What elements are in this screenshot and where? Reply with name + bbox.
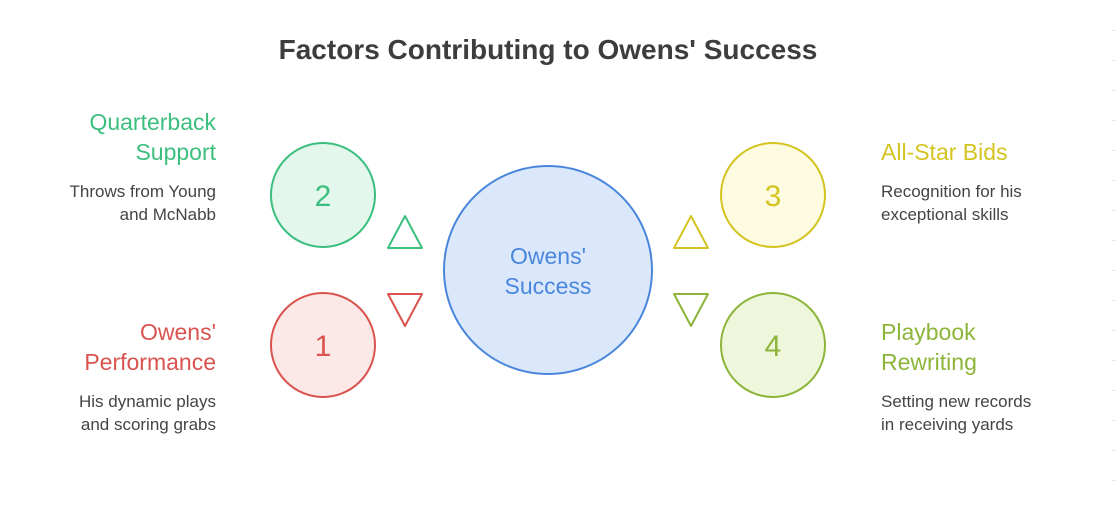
- factor-desc-owens-performance: His dynamic plays and scoring grabs: [0, 390, 216, 436]
- arrow-down-icon-owens-performance: [387, 293, 423, 327]
- edge-tick: [1112, 60, 1116, 61]
- edge-tick: [1112, 330, 1116, 331]
- factor-circle-playbook-rewriting: [720, 292, 826, 398]
- factor-desc-line2: and McNabb: [119, 205, 216, 224]
- factor-desc-line1: Throws from Young: [69, 182, 216, 201]
- factor-desc-line1: His dynamic plays: [79, 392, 216, 411]
- edge-tick: [1112, 480, 1116, 481]
- factor-title-line2: Support: [135, 139, 216, 165]
- edge-tick: [1112, 30, 1116, 31]
- factor-title-line2: Performance: [84, 349, 216, 375]
- center-circle: [443, 165, 653, 375]
- factor-desc-line2: exceptional skills: [881, 205, 1009, 224]
- factor-title-owens-performance: Owens' Performance: [16, 317, 216, 377]
- factor-desc-line2: and scoring grabs: [80, 415, 216, 434]
- diagram-title: Factors Contributing to Owens' Success: [278, 34, 818, 65]
- factor-number-all-star-bids: 3: [765, 180, 782, 213]
- factor-title-all-star-bids: All-Star Bids: [881, 137, 1081, 167]
- edge-tick: [1112, 240, 1116, 241]
- factor-number-owens-performance: 1: [315, 330, 332, 363]
- factor-circle-owens-performance: [270, 292, 376, 398]
- edge-tick: [1112, 390, 1116, 391]
- edge-tick: [1112, 120, 1116, 121]
- factor-title-line1: All-Star Bids: [881, 139, 1008, 165]
- edge-tick: [1112, 450, 1116, 451]
- factor-desc-all-star-bids: Recognition for his exceptional skills: [881, 180, 1111, 226]
- edge-tick: [1112, 90, 1116, 91]
- factor-title-quarterback-support: Quarterback Support: [16, 107, 216, 167]
- arrow-up-icon-all-star-bids: [673, 215, 709, 249]
- center-label-line2: Success: [505, 273, 592, 299]
- edge-tick: [1112, 270, 1116, 271]
- factor-number-playbook-rewriting: 4: [765, 330, 782, 363]
- factor-desc-playbook-rewriting: Setting new records in receiving yards: [881, 390, 1111, 436]
- factor-desc-line2: in receiving yards: [881, 415, 1014, 434]
- edge-tick: [1112, 360, 1116, 361]
- edge-tick: [1112, 150, 1116, 151]
- edge-tick: [1112, 180, 1116, 181]
- factor-title-line1: Owens': [140, 319, 216, 345]
- edge-tick: [1112, 300, 1116, 301]
- factor-desc-quarterback-support: Throws from Young and McNabb: [0, 180, 216, 226]
- factor-title-playbook-rewriting: Playbook Rewriting: [881, 317, 1081, 377]
- factor-desc-line1: Setting new records: [881, 392, 1032, 411]
- edge-tick: [1112, 420, 1116, 421]
- factor-title-line1: Playbook: [881, 319, 976, 345]
- arrow-down-icon-playbook-rewriting: [673, 293, 709, 327]
- factor-circle-quarterback-support: [270, 142, 376, 248]
- factor-title-line1: Quarterback: [89, 109, 216, 135]
- factor-title-line2: Rewriting: [881, 349, 977, 375]
- factor-desc-line1: Recognition for his: [881, 182, 1022, 201]
- factor-circle-all-star-bids: [720, 142, 826, 248]
- arrow-up-icon-quarterback-support: [387, 215, 423, 249]
- center-label-line1: Owens': [510, 243, 586, 269]
- factor-number-quarterback-support: 2: [315, 180, 332, 213]
- edge-tick: [1112, 210, 1116, 211]
